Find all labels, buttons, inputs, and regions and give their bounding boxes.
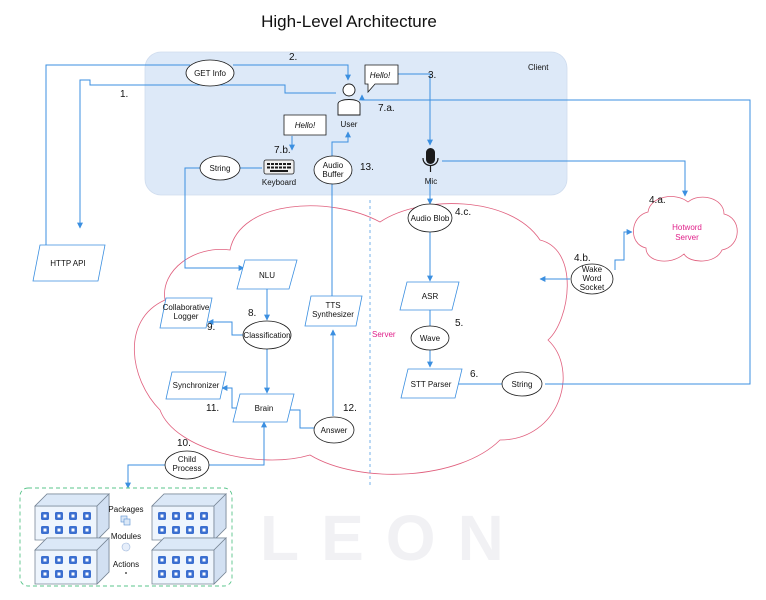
wave-node: Wave [410,325,450,351]
svg-text:GET Info: GET Info [194,69,226,78]
mic-label: Mic [425,177,437,186]
step-9: 9. [207,322,215,333]
step-5: 5. [455,318,463,329]
svg-text:Hello!: Hello! [295,121,316,130]
svg-text:Hello!: Hello! [370,71,391,80]
svg-text:Synchronizer: Synchronizer [173,381,220,390]
package-cube-4 [151,537,227,585]
answer-node: Answer [313,416,355,444]
server-label: Server [372,330,396,339]
step-7a: 7.a. [378,103,395,114]
actions-icon [125,572,127,574]
keyboard-icon [263,159,295,175]
synchronizer-node: Synchronizer [165,371,227,400]
modules-label: Modules [111,532,141,541]
step-4b: 4.b. [574,253,591,264]
step-3: 3. [428,70,436,81]
step-8: 8. [248,308,256,319]
classification-node: Classification [242,320,292,350]
packages-container [19,487,233,587]
svg-text:Classification: Classification [243,331,290,340]
stt-parser-node: STT Parser [400,368,463,399]
step-4c: 4.c. [455,207,471,218]
hello-bubble-top: Hello! [364,64,399,94]
svg-text:ASR: ASR [422,292,439,301]
hotword-server-region [633,196,738,262]
http-api-node: HTTP API [32,244,106,282]
package-cube-2 [151,493,227,541]
step-10: 10. [177,438,191,449]
nlu-node: NLU [236,259,298,290]
mic-icon [422,148,439,172]
step-12: 12. [343,403,357,414]
keyboard-label: Keyboard [262,178,296,187]
client-region [144,51,568,196]
asr-node: ASR [399,281,460,311]
svg-text:STT Parser: STT Parser [411,380,452,389]
step-4a: 4.a. [649,195,666,206]
packages-label: Packages [108,505,143,514]
watermark: LEON [260,502,526,574]
svg-text:Brain: Brain [255,404,274,413]
client-label: Client [528,63,549,72]
user-icon [337,83,361,116]
get-info-node: GET Info [185,59,235,87]
package-cube-1 [34,493,110,541]
actions-label: Actions [113,560,139,569]
step-11: 11. [206,403,219,414]
audio-blob-node: Audio Blob [407,203,453,233]
string-server-node: String [501,371,543,397]
connectors [45,64,751,489]
step-1: 1. [120,89,128,100]
packages-icon [120,515,131,526]
step-6: 6. [470,369,478,380]
svg-text:NLU: NLU [259,271,275,280]
svg-text:String: String [210,164,231,173]
svg-text:String: String [512,380,533,389]
page-title: High-Level Architecture [261,12,437,31]
package-cube-3 [34,537,110,585]
step-13: 13. [360,162,374,173]
hello-bubble-keyboard: Hello! [283,114,327,136]
svg-text:HTTP API: HTTP API [50,259,85,268]
step-2: 2. [289,52,297,63]
step-7b: 7.b. [274,145,291,156]
string-client-node: String [199,155,241,181]
modules-icon [121,542,131,552]
svg-text:Answer: Answer [321,426,348,435]
svg-text:Wave: Wave [420,334,441,343]
step-labels: 1. 2. 3. 4.a. 4.b. 4.c. 5. 6. 7.a. 7.b. … [120,52,666,449]
brain-node: Brain [232,393,295,423]
svg-text:Audio Blob: Audio Blob [411,214,450,223]
user-label: User [341,120,358,129]
